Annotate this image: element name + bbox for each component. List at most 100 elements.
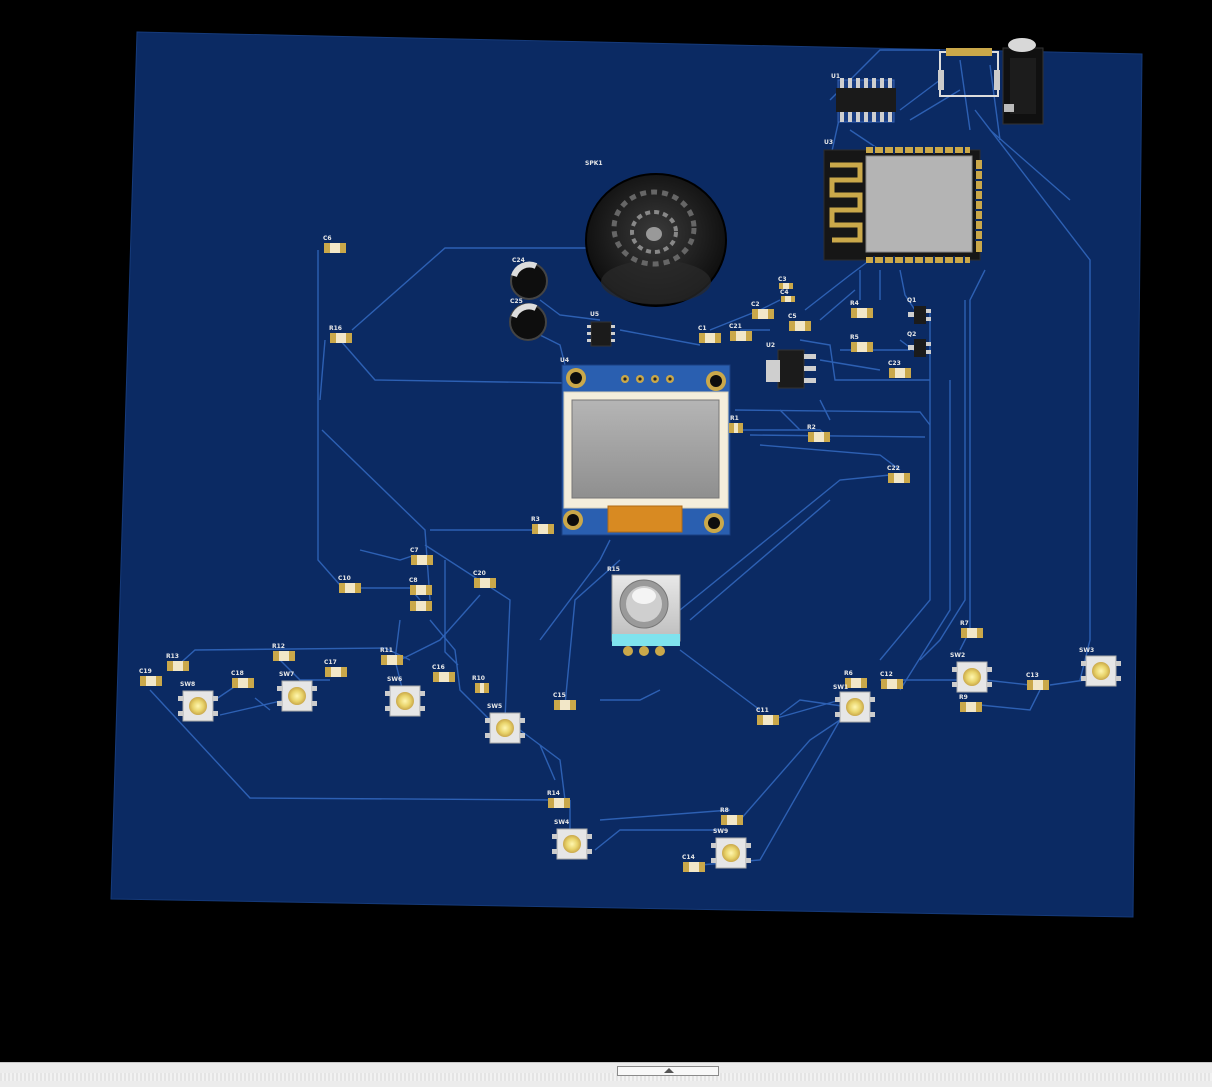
c14-label: C14 (682, 854, 695, 861)
u1-label: U1 (831, 73, 840, 80)
cap-c8: C8 (409, 577, 432, 595)
tactile-switches: SW8 SW7 SW6 SW5 SW4 SW9 SW1 SW2 SW3 (178, 647, 1121, 869)
copper-traces (149, 49, 1091, 866)
cap-c5: C5 (788, 313, 811, 331)
bottom-panel-bar (0, 1062, 1212, 1087)
c24-label: C24 (512, 257, 525, 264)
cap-c2: C2 (751, 301, 774, 319)
cap-c20: C20 (473, 570, 496, 588)
switch-sw8: SW8 (178, 681, 218, 722)
u3-label: U3 (824, 139, 833, 146)
c18-label: C18 (231, 670, 244, 677)
switch-sw4: SW4 (552, 819, 592, 860)
sw8-label: SW8 (180, 681, 195, 688)
c1-label: C1 (698, 325, 707, 332)
sw3-label: SW3 (1079, 647, 1094, 654)
sw9-label: SW9 (713, 828, 728, 835)
spk1-label: SPK1 (585, 160, 603, 167)
cap-c16: C16 (432, 664, 455, 682)
cap-c7: C7 (410, 547, 433, 565)
sw1-label: SW1 (833, 684, 848, 691)
res-r5: R5 (850, 334, 873, 352)
c16-label: C16 (432, 664, 445, 671)
u5-label: U5 (590, 311, 599, 318)
rotary-encoder-r15: R15 (607, 566, 681, 656)
r4-label: R4 (850, 300, 859, 307)
cap-c22: C22 (887, 465, 910, 483)
passives: C6 R16 C1 C21 C2 C3 C4 C5 R4 R5 C23 R1 R… (139, 235, 1049, 872)
sw4-label: SW4 (554, 819, 569, 826)
cap-c21: C21 (729, 323, 752, 341)
res-r9: R9 (959, 694, 982, 712)
switch-sw9: SW9 (711, 828, 751, 869)
r14-label: R14 (547, 790, 560, 797)
cap-c23: C23 (888, 360, 911, 378)
r16-label: R16 (329, 325, 342, 332)
r2-label: R2 (807, 424, 816, 431)
cap-c9 (410, 601, 432, 611)
res-r6: R6 (844, 670, 867, 688)
switch-sw5: SW5 (485, 703, 525, 744)
u4-label: U4 (560, 357, 569, 364)
res-r1: R1 (729, 415, 743, 433)
r1-label: R1 (730, 415, 739, 422)
pcb-3d-viewport[interactable]: SPK1 C24 C25 U1 (0, 0, 1212, 1062)
cap-c14: C14 (682, 854, 705, 872)
sw7-label: SW7 (279, 671, 294, 678)
r8-label: R8 (720, 807, 729, 814)
switch-sw3: SW3 (1079, 647, 1121, 687)
cap-c3: C3 (778, 276, 793, 289)
res-r7: R7 (960, 620, 983, 638)
cap-c4: C4 (780, 289, 795, 302)
sw5-label: SW5 (487, 703, 502, 710)
res-r14: R14 (547, 790, 570, 808)
electrolytic-cap-c25: C25 (509, 298, 547, 341)
cap-c1: C1 (698, 325, 721, 343)
usb-connector (938, 48, 1000, 97)
r3-label: R3 (531, 516, 540, 523)
switch-sw1: SW1 (833, 684, 875, 723)
switch-sw6: SW6 (385, 676, 425, 717)
c22-label: C22 (887, 465, 900, 472)
cap-c10: C10 (338, 575, 361, 593)
c5-label: C5 (788, 313, 797, 320)
audio-jack (1002, 38, 1044, 125)
r13-label: R13 (166, 653, 179, 660)
c11-label: C11 (756, 707, 769, 714)
chevron-up-icon (664, 1068, 674, 1073)
electrolytic-cap-c24: C24 (510, 257, 548, 300)
sw6-label: SW6 (387, 676, 402, 683)
res-r10: R10 (472, 675, 489, 693)
cap-c13: C13 (1026, 672, 1049, 690)
res-r16: R16 (329, 325, 352, 343)
sw2-label: SW2 (950, 652, 965, 659)
r10-label: R10 (472, 675, 485, 682)
cap-c18: C18 (231, 670, 254, 688)
r11-label: R11 (380, 647, 393, 654)
res-r8: R8 (720, 807, 743, 825)
cap-c6: C6 (323, 235, 346, 253)
res-r11: R11 (380, 647, 403, 665)
switch-sw7: SW7 (277, 671, 317, 712)
c6-label: C6 (323, 235, 332, 242)
ic-u1: U1 (831, 73, 896, 123)
c12-label: C12 (880, 671, 893, 678)
r9-label: R9 (959, 694, 968, 701)
res-r2: R2 (807, 424, 830, 442)
switch-sw2: SW2 (950, 652, 992, 693)
c17-label: C17 (324, 659, 337, 666)
transistor-q2: Q2 (907, 331, 931, 357)
transistor-q1: Q1 (907, 297, 931, 324)
cap-c17: C17 (324, 659, 347, 677)
c23-label: C23 (888, 360, 901, 367)
cap-c12: C12 (880, 671, 903, 689)
c13-label: C13 (1026, 672, 1039, 679)
c15-label: C15 (553, 692, 566, 699)
r12-label: R12 (272, 643, 285, 650)
esp32-module-u3: U3 (823, 139, 983, 264)
ic-u5: U5 (587, 311, 615, 347)
oled-display-u4: U4 (560, 357, 731, 536)
res-r3: R3 (531, 516, 554, 534)
panel-splitter-handle[interactable] (617, 1066, 719, 1076)
r5-label: R5 (850, 334, 859, 341)
